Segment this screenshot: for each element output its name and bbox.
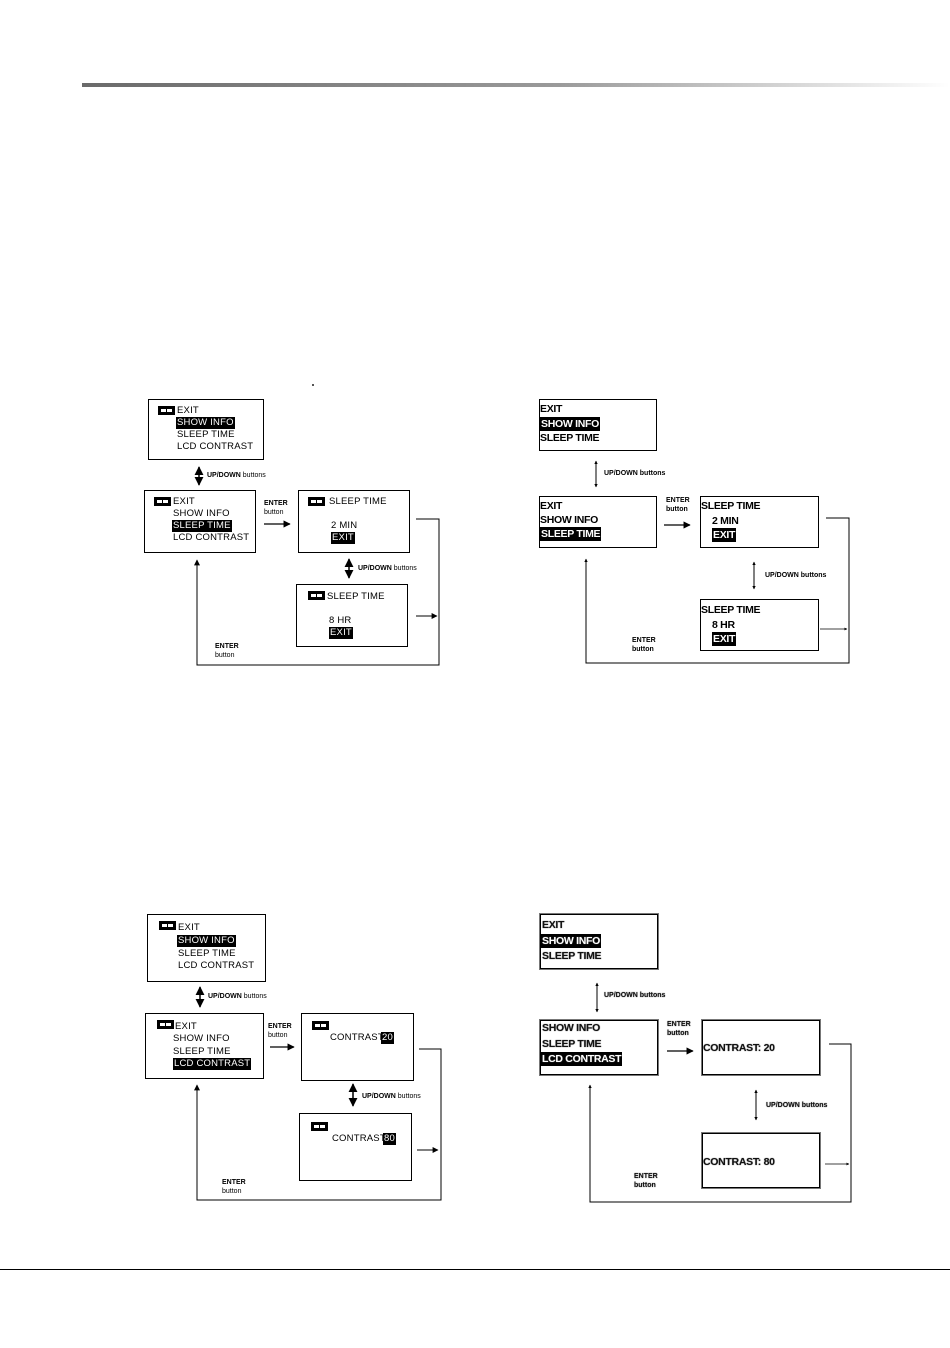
menu-sleep-time: SLEEP TIME <box>178 948 236 959</box>
updown-label: UP/DOWN buttons <box>207 472 266 479</box>
sleep-title: SLEEP TIME <box>329 496 387 507</box>
lcd-screen-main-menu: EXIT SHOW INFO SLEEP TIME LCD CONTRAST <box>147 914 266 982</box>
header-rule <box>82 83 950 87</box>
footer-rule <box>0 1269 950 1270</box>
menu-show-info: SHOW INFO <box>540 514 598 526</box>
menu-show-info-selected: SHOW INFO <box>540 417 600 431</box>
menu-show-info-selected: SHOW INFO <box>541 934 601 948</box>
lcd-screen-main-menu: EXIT SHOW INFO SLEEP TIME LCD CONTRAST <box>148 399 264 460</box>
lcd-screen-main-menu: EXIT SHOW INFO SLEEP TIME <box>540 914 658 969</box>
battery-icon <box>312 1021 329 1030</box>
menu-exit: EXIT <box>175 1021 197 1032</box>
menu-show-info: SHOW INFO <box>173 1033 230 1044</box>
lcd-screen-menu-contrast-selected: SHOW INFO SLEEP TIME LCD CONTRAST <box>540 1020 658 1075</box>
menu-exit: EXIT <box>540 500 563 512</box>
menu-lcd-contrast-selected: LCD CONTRAST <box>541 1052 623 1066</box>
updown-label: UP/DOWN buttons <box>208 993 267 1000</box>
menu-show-info: SHOW INFO <box>542 1022 600 1034</box>
battery-icon <box>158 406 175 415</box>
contrast-value-selected: 20 <box>381 1032 394 1044</box>
lcd-screen-main-menu: EXIT SHOW INFO SLEEP TIME <box>539 399 657 451</box>
updown-label: UP/DOWN buttons <box>766 1102 828 1109</box>
contrast-label: CONTRAST: <box>330 1032 386 1043</box>
menu-exit: EXIT <box>542 919 565 931</box>
lcd-screen-contrast-20: CONTRAST: 20 <box>702 1020 820 1075</box>
menu-sleep-time: SLEEP TIME <box>542 1038 602 1050</box>
menu-sleep-time: SLEEP TIME <box>177 429 235 440</box>
menu-exit: EXIT <box>178 922 200 933</box>
menu-exit: EXIT <box>540 403 563 415</box>
menu-exit: EXIT <box>177 405 199 416</box>
sleep-title: SLEEP TIME <box>701 500 761 512</box>
updown-label: UP/DOWN buttons <box>604 992 666 999</box>
contrast-text: CONTRAST: 80 <box>703 1156 775 1168</box>
menu-lcd-contrast: LCD CONTRAST <box>178 960 255 971</box>
menu-show-info-selected: SHOW INFO <box>176 417 235 429</box>
battery-icon <box>154 497 171 506</box>
battery-icon <box>159 921 176 930</box>
battery-icon <box>157 1020 174 1029</box>
lcd-screen-contrast-80: CONTRAST: 80 <box>702 1133 820 1188</box>
menu-exit: EXIT <box>173 496 195 507</box>
contrast-text: CONTRAST: 20 <box>703 1042 775 1054</box>
menu-sleep-time: SLEEP TIME <box>542 950 602 962</box>
menu-lcd-contrast: LCD CONTRAST <box>177 441 254 452</box>
updown-label: UP/DOWN buttons <box>604 470 666 477</box>
battery-icon <box>308 497 325 506</box>
menu-show-info-selected: SHOW INFO <box>177 935 236 947</box>
stray-mark <box>312 384 314 386</box>
menu-show-info: SHOW INFO <box>173 508 230 519</box>
menu-sleep-time: SLEEP TIME <box>540 432 600 444</box>
